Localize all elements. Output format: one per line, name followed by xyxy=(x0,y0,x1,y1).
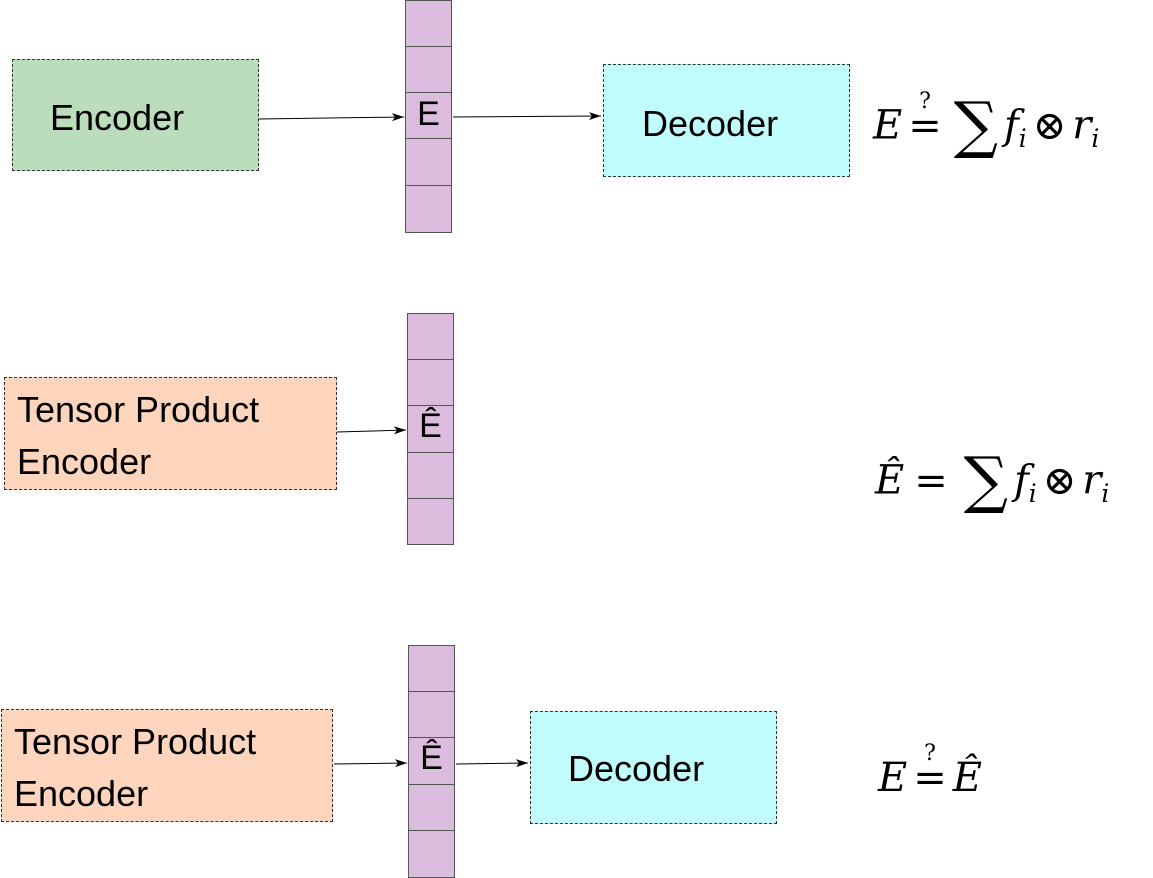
eq1-r-sub: i xyxy=(1091,124,1100,154)
vector-cell: E xyxy=(406,93,451,139)
embedding-vector-e-hat: Ê xyxy=(407,313,454,545)
arrow-tpe-to-vector xyxy=(336,426,407,435)
tensor-product-encoder-label-2: Tensor Product Encoder xyxy=(14,721,257,814)
vector-cell: Ê xyxy=(409,738,454,785)
eq2-lhs: Ê xyxy=(875,457,905,504)
eq3-rhs: Ê xyxy=(952,755,982,801)
vector-cell xyxy=(408,360,453,406)
vector-cell xyxy=(409,646,454,692)
vector-cell xyxy=(409,785,454,831)
vector-label-e-hat: Ê xyxy=(419,407,442,445)
embedding-vector-e-hat-2: Ê xyxy=(408,645,455,878)
encoder-label: Encoder xyxy=(50,97,185,138)
eq1-tensor-op: ⊗ xyxy=(1032,102,1067,149)
eq1-rel: = xyxy=(908,102,942,149)
vector-cell xyxy=(406,1,451,47)
eq3-lhs: E xyxy=(878,755,908,801)
vector-label-e-hat-2: Ê xyxy=(420,739,443,777)
encoder-box: Encoder xyxy=(12,59,259,171)
eq2-sum-symbol: ∑ xyxy=(963,443,1008,516)
eq2-r: r xyxy=(1082,457,1102,504)
vector-label-e: E xyxy=(417,95,440,133)
equation-row-2: Ê=∑fi⊗ri xyxy=(875,443,1109,516)
arrow-encoder-to-vector xyxy=(258,113,405,122)
eq1-question-equals: ?= xyxy=(908,89,942,149)
tensor-product-encoder-label: Tensor Product Encoder xyxy=(17,389,260,482)
eq1-sum-symbol: ∑ xyxy=(953,88,998,161)
decoder-label-2: Decoder xyxy=(568,748,705,789)
vector-cell xyxy=(406,139,451,186)
decoder-box-2: Decoder xyxy=(530,711,777,824)
decoder-label: Decoder xyxy=(642,103,779,144)
arrow-vector-to-decoder-2 xyxy=(455,759,529,768)
eq2-f-sub: i xyxy=(1028,479,1037,509)
vector-cell: Ê xyxy=(408,406,453,453)
decoder-box: Decoder xyxy=(603,64,850,177)
tensor-product-encoder-box: Tensor Product Encoder xyxy=(4,377,337,490)
eq1-lhs: E xyxy=(873,102,903,149)
equation-row-3: E?=Ê xyxy=(878,741,982,801)
eq1-f: f xyxy=(1003,102,1019,149)
eq2-f: f xyxy=(1013,457,1029,504)
equation-row-1: E?=∑fi⊗ri xyxy=(873,88,1099,161)
eq1-question-mark: ? xyxy=(919,88,931,114)
eq2-r-sub: i xyxy=(1101,479,1110,509)
vector-cell xyxy=(408,453,453,499)
eq2-rel: = xyxy=(914,457,948,504)
vector-cell xyxy=(408,314,453,360)
eq3-question-mark: ? xyxy=(924,741,936,767)
vector-cell xyxy=(409,692,454,738)
arrow-vector-to-decoder xyxy=(452,112,602,121)
vector-cell xyxy=(406,47,451,93)
eq1-r: r xyxy=(1072,102,1092,149)
embedding-vector-e: E xyxy=(405,0,452,233)
eq3-question-equals: ?= xyxy=(913,741,947,801)
eq2-tensor-op: ⊗ xyxy=(1042,457,1077,504)
eq3-rel: = xyxy=(913,755,947,801)
eq1-f-sub: i xyxy=(1018,124,1027,154)
arrow-tpe-to-vector-2 xyxy=(333,759,408,768)
tensor-product-encoder-box-2: Tensor Product Encoder xyxy=(1,709,333,822)
